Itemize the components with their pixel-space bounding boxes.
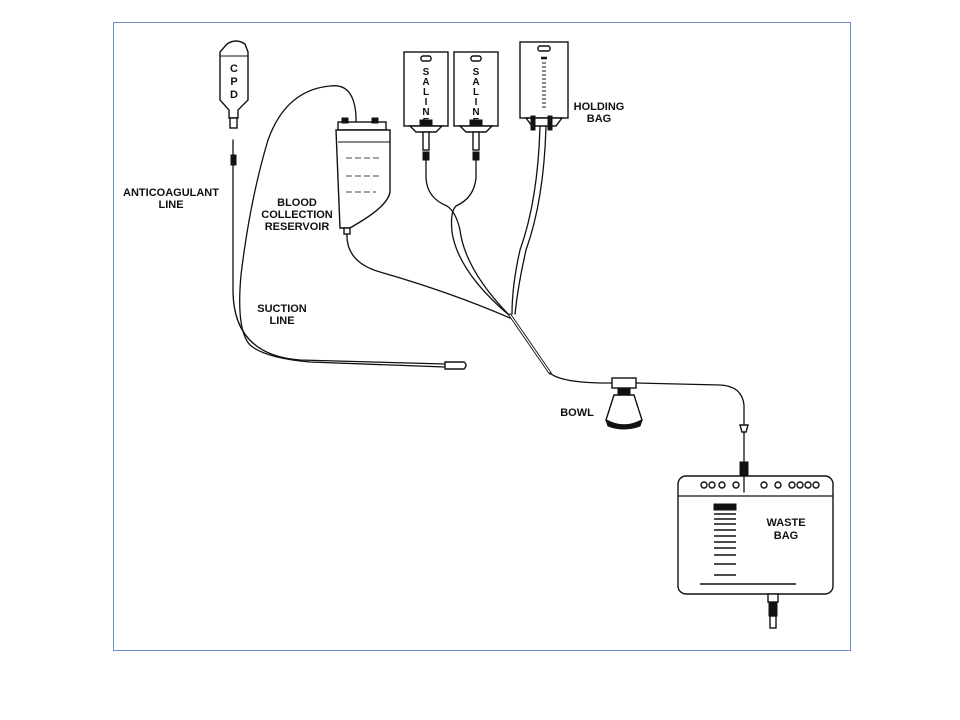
holding-bag-label-2: BAG (587, 113, 611, 125)
tubing (232, 85, 745, 471)
blood-collection-label-2: COLLECTION (261, 209, 333, 221)
suction-line-label-1: SUCTION (257, 303, 307, 315)
holding-bag-tube (511, 125, 541, 315)
waste-bag-label-2: BAG (774, 530, 798, 542)
anticoagulant-clamp (230, 154, 237, 166)
saline-2-letter-a: A (472, 77, 479, 88)
saline-1-letter-a: A (422, 77, 429, 88)
waste-bag-label-1: WASTE (766, 517, 805, 529)
saline-1-letter-l: L (423, 87, 429, 98)
saline-2-letter-l: L (473, 87, 479, 98)
blood-collection-reservoir (335, 117, 391, 235)
saline-2-letter-e: E (473, 117, 480, 128)
saline-2-tube (450, 159, 511, 317)
saline-bag-1: S A L I N E (403, 51, 449, 161)
anticoagulant-tube (232, 139, 446, 365)
anticoagulant-line-label-1: ANTICOAGULANT (123, 187, 219, 199)
saline-bag-2: S A L I N E (453, 51, 499, 161)
cpd-label-p: P (230, 76, 237, 88)
bowl-inlet-tube (549, 372, 615, 384)
saline-2-letter-i: I (475, 97, 478, 108)
waste-drain-clamp (768, 601, 778, 617)
blood-collection-label-3: RESERVOIR (265, 221, 330, 233)
cpd-bottle: C P D (219, 40, 249, 166)
blood-collection-label-1: BLOOD (277, 197, 317, 209)
saline-1-letter-i: I (425, 97, 428, 108)
saline-2-letter-n: N (472, 107, 479, 118)
saline-2-letter-s: S (473, 67, 480, 78)
suction-tip (444, 361, 467, 370)
waste-connector (739, 424, 749, 433)
saline-1-letter-n: N (422, 107, 429, 118)
cpd-label-c: C (230, 63, 238, 75)
suction-tube (239, 85, 446, 368)
reservoir-outlet-tube (346, 231, 511, 319)
bowl-outlet-tube (635, 382, 745, 426)
holding-bag (519, 41, 569, 131)
saline-1-letter-e: E (423, 117, 430, 128)
saline-1-tube (425, 159, 511, 317)
suction-line-label-2: LINE (269, 315, 294, 327)
waste-bag (677, 475, 834, 629)
holding-bag-label-1: HOLDING (574, 101, 625, 113)
bowl (605, 377, 643, 430)
bowl-label: BOWL (560, 407, 594, 419)
holding-bag-tube-2 (514, 125, 547, 315)
cpd-label-d: D (230, 89, 238, 101)
anticoagulant-line-label-2: LINE (158, 199, 183, 211)
waste-inlet-clamp (739, 461, 749, 477)
saline-1-letter-s: S (423, 67, 430, 78)
